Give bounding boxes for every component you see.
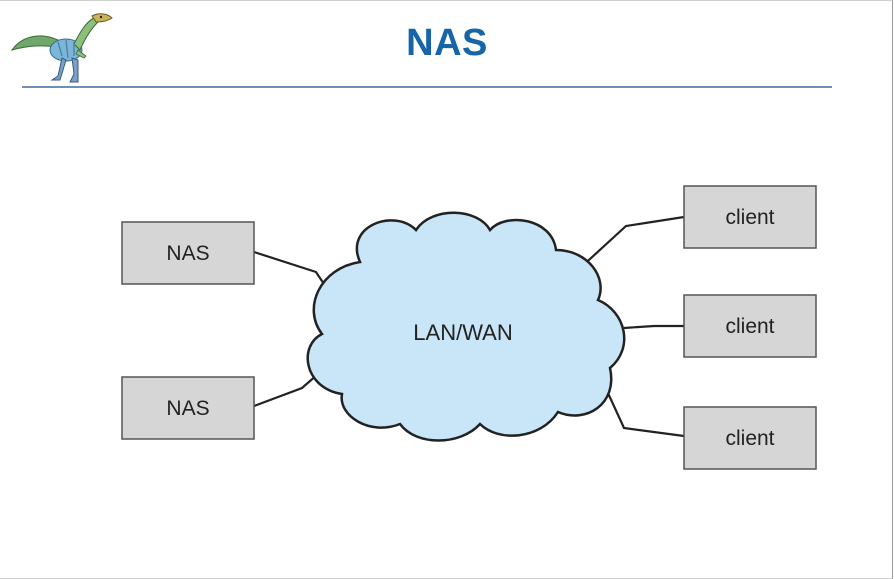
client-label: client — [725, 427, 774, 450]
link-client-2 — [623, 324, 684, 330]
client-box — [683, 185, 817, 249]
client-label: client — [725, 206, 774, 229]
nas-label: NAS — [166, 242, 209, 265]
client-label: client — [725, 315, 774, 338]
nas-box — [121, 376, 255, 440]
link-client-3 — [601, 379, 685, 438]
title-divider — [22, 86, 832, 88]
network-cloud — [306, 211, 626, 442]
page-title: NAS — [406, 22, 488, 64]
nas-node: NAS — [121, 221, 255, 285]
nas-label: NAS — [166, 397, 209, 420]
client-node: client — [683, 406, 817, 470]
nas-box — [121, 221, 255, 285]
dinosaur-logo-icon — [10, 13, 113, 83]
client-node: client — [683, 294, 817, 358]
client-box — [683, 406, 817, 470]
nas-node: NAS — [121, 376, 255, 440]
link-nas-2 — [253, 373, 319, 408]
network-label: LAN/WAN — [413, 320, 512, 345]
client-box — [683, 294, 817, 358]
link-client-1 — [577, 215, 685, 271]
client-node: client — [683, 185, 817, 249]
